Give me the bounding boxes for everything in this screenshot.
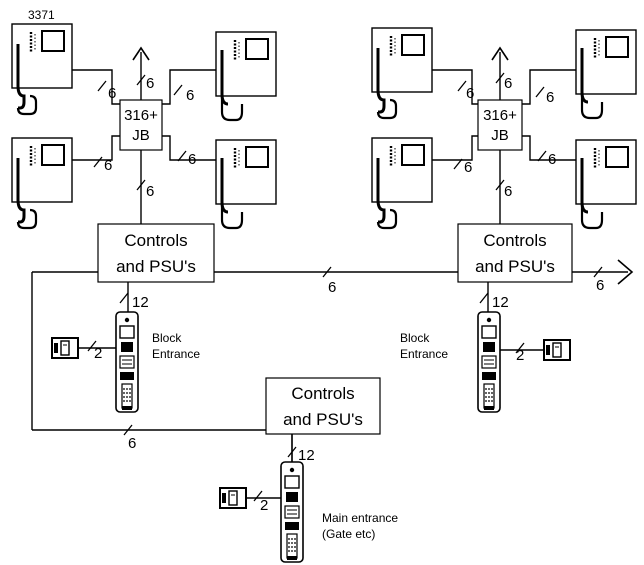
monitor-station-right-2 [574,28,638,120]
controls-label: Controls [483,231,546,250]
cable-count: 6 [466,85,474,102]
block-entrance-label: Entrance [152,347,200,361]
model-label: 3371 [28,8,55,22]
right-cable-markers: 6 6 6 6 6 6 [453,72,556,200]
junction-box-label: JB [132,127,150,144]
cable-count: 6 [546,89,554,106]
monitor-station-right-1 [370,26,434,120]
main-entrance-label: (Gate etc) [322,527,375,541]
cable-count: 2 [260,497,268,514]
controls-label: and PSU's [475,257,555,276]
cable-count: 6 [548,151,556,168]
door-release-icon [51,337,79,359]
monitor-station-left-2 [214,30,278,122]
door-release-icon [543,339,571,361]
left-entrance: 12 2 Block Entrance [51,292,200,413]
block-entrance-label: Block [400,331,430,345]
cable-count: 6 [104,157,112,174]
junction-box-right: 316+ JB [477,99,523,151]
monitor-station-left-3 [10,136,74,230]
monitor-station-left-1: 3371 [10,8,74,116]
cable-count: 6 [504,75,512,92]
cable-count: 6 [128,435,136,452]
cable-count: 12 [492,294,509,311]
cable-count: 12 [132,294,149,311]
monitor-station-right-3 [370,136,434,230]
main-entrance: 12 2 Main entrance (Gate etc) [219,434,398,563]
controls-label: and PSU's [283,410,363,429]
cable-count: 6 [146,183,154,200]
cable-count: 6 [186,87,194,104]
cable-count: 2 [94,345,102,362]
cable-count: 2 [516,347,524,364]
cable-count: 6 [188,151,196,168]
controls-label: and PSU's [116,257,196,276]
junction-box-left: 316+ JB [119,99,163,151]
controls-psu-main: Controls and PSU's [265,377,381,435]
block-entrance-label: Block [152,331,182,345]
entrance-panel [477,311,501,413]
cable-count: 6 [464,159,472,176]
right-block-wiring [432,46,576,351]
cable-count: 6 [328,279,336,296]
left-cable-markers: 6 6 6 6 6 6 [93,74,196,200]
junction-box-label: 316+ [124,107,158,124]
cable-count: 6 [108,85,116,102]
monitor-station-left-4 [214,138,278,230]
controls-psu-left: Controls and PSU's [97,223,215,283]
junction-box-label: JB [491,127,509,144]
controls-psu-right: Controls and PSU's [457,223,573,283]
cable-count: 6 [504,183,512,200]
junction-box-label: 316+ [483,107,517,124]
right-entrance: 12 2 Block Entrance [400,292,571,413]
entrance-panel [280,461,304,563]
main-entrance-label: Main entrance [322,511,398,525]
monitor-station-right-4 [574,138,638,230]
block-entrance-label: Entrance [400,347,448,361]
controls-label: Controls [291,384,354,403]
controls-label: Controls [124,231,187,250]
cable-count: 12 [298,447,315,464]
cable-count: 6 [146,75,154,92]
bus-cable-markers: 6 6 6 [123,266,604,452]
left-block-monitors: 3371 [10,8,278,230]
cable-count: 6 [596,277,604,294]
entrance-panel [115,311,139,413]
door-release-icon [219,487,247,509]
